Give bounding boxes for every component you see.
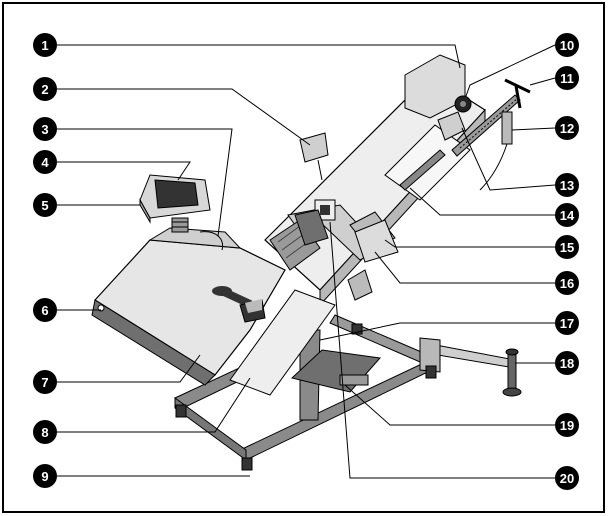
callout-4-label: 4: [41, 155, 49, 170]
callout-6-label: 6: [41, 303, 48, 318]
leader-line-16: [374, 251, 555, 284]
callout-8-label: 8: [41, 425, 48, 440]
callout: 20: [555, 466, 579, 490]
callout-9-label: 9: [41, 469, 48, 484]
callout: 2: [33, 77, 57, 101]
callout-5-label: 5: [41, 198, 48, 213]
callout: 13: [555, 173, 579, 197]
table-accessory: [299, 132, 446, 191]
leader-line-15: [384, 239, 555, 248]
leader-line-10: [465, 44, 556, 97]
callout: 10: [555, 33, 579, 57]
leader-line-13: [461, 127, 556, 191]
callout: 14: [555, 203, 579, 227]
leader-line-12: [511, 127, 556, 131]
callout-19-label: 19: [560, 418, 574, 433]
leader-line-19: [344, 384, 555, 426]
leader-line-11: [529, 77, 556, 86]
callout: 8: [33, 420, 57, 444]
callout: 11: [555, 66, 579, 90]
callout: 17: [555, 311, 579, 335]
callout: 9: [33, 464, 57, 488]
foot-platform: [290, 349, 381, 393]
leader-line-4: [57, 161, 191, 181]
drive-unit: [91, 227, 286, 386]
leader-line-17: [319, 322, 555, 341]
callout-18-label: 18: [560, 356, 574, 371]
side-rail: [451, 78, 531, 191]
leader-line-20: [329, 221, 555, 479]
callout-2-label: 2: [41, 82, 48, 97]
monitor: [139, 174, 211, 233]
callout: 7: [33, 370, 57, 394]
callout: 16: [555, 271, 579, 295]
callout: 3: [33, 117, 57, 141]
callout-14-label: 14: [560, 208, 575, 223]
callout-7-label: 7: [41, 375, 48, 390]
callout-13-label: 13: [560, 178, 574, 193]
callout-11-label: 11: [560, 71, 574, 86]
callout: 12: [555, 116, 579, 140]
leader-line-3: [57, 128, 233, 237]
callout-3-label: 3: [41, 122, 48, 137]
leader-lines: [57, 44, 556, 479]
callout: 15: [555, 235, 579, 259]
leader-line-7: [57, 354, 201, 383]
leader-line-2: [57, 88, 311, 146]
callout-17-label: 17: [560, 316, 574, 331]
callout: 18: [555, 351, 579, 375]
callout-20-label: 20: [560, 471, 574, 486]
callout: 6: [33, 298, 57, 322]
callout: 5: [33, 193, 57, 217]
callout: 19: [555, 413, 579, 437]
callout-12-label: 12: [560, 121, 574, 136]
callout-1-label: 1: [41, 38, 48, 53]
leader-line-8: [57, 377, 251, 433]
callout-16-label: 16: [560, 276, 574, 291]
leg-mechanism: [269, 209, 329, 271]
callout: 4: [33, 150, 57, 174]
callout: 1: [33, 33, 57, 57]
callout-10-label: 10: [560, 38, 574, 53]
leader-line-1: [57, 44, 461, 69]
leader-line-14: [409, 187, 555, 216]
callout-15-label: 15: [560, 240, 574, 255]
